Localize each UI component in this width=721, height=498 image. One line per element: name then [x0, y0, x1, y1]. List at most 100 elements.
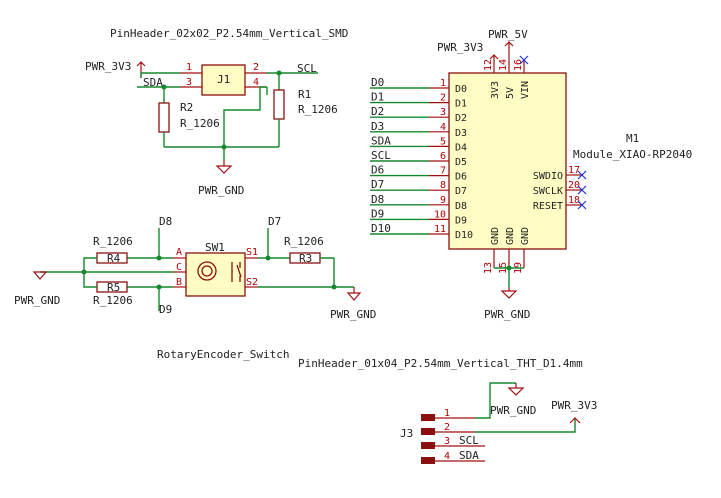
- j1-pin4-num: 4: [253, 77, 259, 88]
- m1-left-pin-name: D1: [455, 99, 467, 110]
- m1-left-pin-name: D2: [455, 113, 467, 124]
- j1-net-scl-label: SCL: [297, 62, 317, 75]
- m1-left-pin-name: D0: [455, 84, 467, 95]
- j3-pad-3: [421, 442, 435, 449]
- r1-resistor[interactable]: [273, 89, 285, 120]
- r2-resistor[interactable]: [158, 102, 170, 133]
- sw1-ref-label: SW1: [205, 241, 225, 254]
- gnd-symbol-sw1-left: [32, 271, 48, 280]
- junction-dot: [156, 255, 162, 261]
- j3-footprint-label: PinHeader_01x04_P2.54mm_Vertical_THT_D1.…: [298, 357, 583, 370]
- m1-left-net-label: D6: [371, 164, 384, 177]
- m1-right-pin-name: RESET: [533, 201, 563, 212]
- m1-ref-label: M1: [626, 132, 639, 145]
- pwr-3v3-symbol-m1: [489, 54, 499, 73]
- m1-left-net-label: D3: [371, 120, 384, 133]
- junction-dot: [331, 284, 337, 290]
- m1-left-net-label: D9: [371, 207, 384, 220]
- m1-top-pin-name: 3V3: [490, 81, 501, 99]
- m1-right-pin-name: SWCLK: [533, 186, 563, 197]
- sw1-pin-s1: S1: [246, 247, 258, 258]
- j1-pin3-num: 3: [186, 77, 192, 88]
- m1-left-pin-num: 8: [440, 180, 446, 191]
- r1-value-label: R_1206: [298, 103, 338, 116]
- sw1-net-d9-label: D9: [159, 303, 172, 316]
- r5-ref-label: R5: [107, 281, 120, 294]
- m1-left-net-label: D8: [371, 193, 384, 206]
- r5-value-label: R_1206: [93, 294, 133, 307]
- junction-dot: [156, 284, 162, 290]
- r4-ref-label: R4: [107, 252, 121, 265]
- sw1-net-d7-label: D7: [268, 215, 281, 228]
- r3-value-label: R_1206: [284, 235, 324, 248]
- m1-left-net-label: D0: [371, 76, 384, 89]
- j3-gnd-label: PWR_GND: [490, 404, 536, 417]
- gnd-symbol-j3: [507, 383, 525, 396]
- sw1-net-d8-label: D8: [159, 215, 172, 228]
- m1-pwr3v3-label: PWR_3V3: [437, 41, 483, 54]
- no-connect-marker-vin: [519, 55, 529, 65]
- m1-gnd-label: PWR_GND: [484, 308, 530, 321]
- m1-right-pin-name: SWDIO: [533, 171, 563, 182]
- m1-pwr5v-label: PWR_5V: [488, 28, 528, 41]
- m1-right-pin-num: 20: [568, 180, 580, 191]
- m1-left-pin-name: D10: [455, 230, 473, 241]
- r2-ref-label: R2: [180, 101, 193, 114]
- j3-pin2-num: 2: [444, 422, 450, 433]
- j3-pin1-num: 1: [444, 408, 450, 419]
- j1-pin1-num: 1: [186, 62, 192, 73]
- no-connect-marker: [577, 185, 587, 195]
- m1-left-pin-num: 9: [440, 195, 446, 206]
- m1-value-label: Module_XIAO-RP2040: [573, 148, 692, 161]
- r2-value-label: R_1206: [180, 117, 220, 130]
- m1-top-pin-num: 16: [513, 59, 524, 71]
- j3-group: PinHeader_01x04_P2.54mm_Vertical_THT_D1.…: [298, 357, 597, 464]
- j1-ref-label: J1: [217, 73, 230, 86]
- m1-left-pin-name: D7: [455, 186, 467, 197]
- j1-body[interactable]: [201, 64, 246, 96]
- encoder-knob-icon: [197, 261, 217, 281]
- sw1-pin-c: C: [176, 262, 182, 273]
- m1-top-pin-name: VIN: [520, 81, 531, 99]
- no-connect-marker: [577, 200, 587, 210]
- m1-left-net-label: D10: [371, 222, 391, 235]
- m1-bottom-pin-num: 13: [483, 262, 494, 274]
- r3-ref-label: R3: [299, 252, 312, 265]
- j1-gnd-label: PWR_GND: [198, 184, 244, 197]
- sw1-pin-b: B: [176, 277, 182, 288]
- m1-left-net-label: D2: [371, 105, 384, 118]
- m1-top-pin-name: 5V: [505, 87, 516, 99]
- m1-left-pin-num: 5: [440, 136, 446, 147]
- j3-pwr3v3-label: PWR_3V3: [551, 399, 597, 412]
- j1-net-sda-label: SDA: [143, 76, 163, 89]
- j3-pin4-num: 4: [444, 451, 450, 462]
- r4-value-label: R_1206: [93, 235, 133, 248]
- m1-group: M1 Module_XIAO-RP2040 PWR_3V3 PWR_5V 123…: [370, 28, 692, 321]
- m1-bottom-pin-name: GND: [505, 227, 516, 245]
- m1-body[interactable]: [448, 72, 567, 250]
- j3-net-sda-label: SDA: [459, 449, 479, 462]
- m1-left-net-label: SCL: [371, 149, 391, 162]
- m1-left-pins: 1D0D02D1D13D2D24D3D35D4SDA6D5SCL7D6D68D7…: [370, 76, 473, 241]
- m1-left-pin-num: 11: [434, 224, 446, 235]
- m1-left-pin-num: 3: [440, 107, 446, 118]
- m1-left-pin-num: 4: [440, 122, 446, 133]
- m1-left-pin-num: 6: [440, 151, 446, 162]
- m1-left-pin-name: D8: [455, 201, 467, 212]
- m1-left-pin-num: 7: [440, 166, 446, 177]
- m1-left-pin-num: 2: [440, 93, 446, 104]
- sw1-value-label: RotaryEncoder_Switch: [157, 348, 289, 361]
- m1-left-pin-name: D4: [455, 142, 467, 153]
- m1-left-pin-num: 10: [434, 209, 446, 220]
- j1-pin2-num: 2: [253, 62, 259, 73]
- j1-group: PinHeader_02x02_P2.54mm_Vertical_SMD PWR…: [85, 27, 348, 197]
- j3-pin3-num: 3: [444, 436, 450, 447]
- j3-pad-1: [421, 414, 435, 421]
- gnd-symbol-m1: [500, 287, 518, 299]
- junction-dot: [265, 255, 271, 261]
- r1-ref-label: R1: [298, 88, 311, 101]
- j3-pad-4: [421, 457, 435, 464]
- m1-bottom-pin-name: GND: [520, 227, 531, 245]
